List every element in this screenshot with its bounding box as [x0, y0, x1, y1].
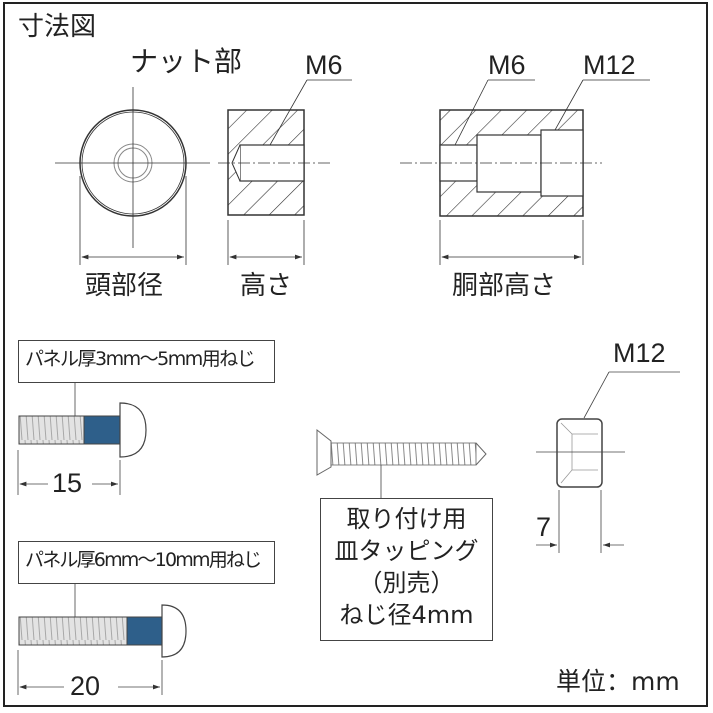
- hex-nut-m12: [536, 371, 680, 553]
- body-height-label: 胴部高さ: [452, 271, 557, 301]
- hex-nut-thickness: 7: [536, 512, 552, 542]
- nut-side-view: [218, 79, 352, 265]
- tapping-screw: [316, 428, 487, 498]
- hex-nut-thread-label: M12: [613, 338, 666, 368]
- nut-section-heading: ナット部: [130, 45, 243, 78]
- tapping-line-4: ねじ径4mm: [339, 601, 474, 629]
- unit-label: 単位：mm: [556, 667, 680, 696]
- tapping-line-3: （別売）: [358, 569, 455, 597]
- height-label: 高さ: [240, 271, 293, 301]
- screw-2-label-box: パネル厚6mm～10mm用ねじ: [18, 541, 275, 584]
- body-thread-m12-label: M12: [583, 50, 636, 80]
- screw-2-label: パネル厚6mm～10mm用ねじ: [25, 549, 262, 571]
- screw-2-length: 20: [70, 671, 101, 701]
- page-title: 寸法図: [18, 12, 97, 42]
- tapping-line-1: 取り付け用: [346, 505, 467, 533]
- tapping-screw-label-box: 取り付け用 皿タッピング （別売） ねじ径4mm: [320, 498, 493, 641]
- nut-front-view: [55, 87, 210, 265]
- screw-20mm: [17, 581, 187, 695]
- nut-thread-label: M6: [305, 50, 343, 80]
- screw-15mm: [17, 380, 147, 495]
- body-section-view: [400, 79, 650, 265]
- body-thread-m6-label: M6: [488, 50, 526, 80]
- screw-1-length: 15: [52, 468, 83, 498]
- head-diameter-label: 頭部径: [85, 271, 164, 301]
- tapping-line-2: 皿タッピング: [334, 537, 479, 565]
- screw-1-label: パネル厚3mm～5mm用ねじ: [25, 348, 256, 370]
- screw-1-label-box: パネル厚3mm～5mm用ねじ: [18, 340, 275, 383]
